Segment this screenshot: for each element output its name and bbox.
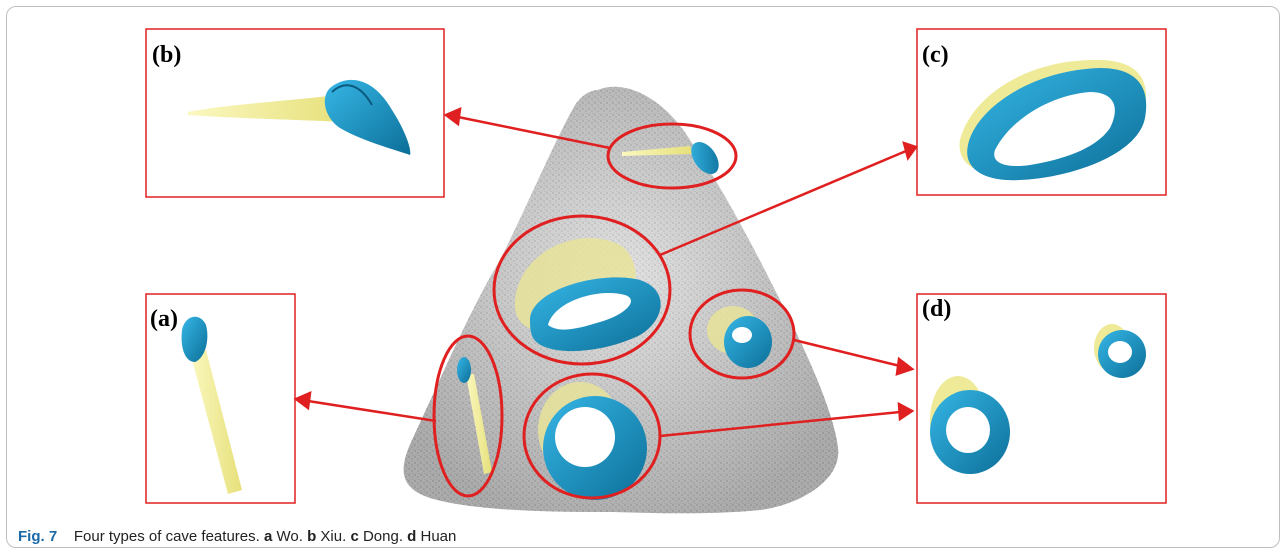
caption-name-c: Dong. [363, 528, 403, 545]
caption-name-a: Wo. [276, 528, 302, 545]
figure-caption: Fig. 7 Four types of cave features. a Wo… [18, 528, 456, 545]
caption-key-d: d [407, 528, 416, 545]
caption-key-c: c [350, 528, 358, 545]
caption-figure-label: Fig. 7 [18, 528, 57, 545]
panel-a-label: (a) [150, 306, 178, 332]
caption-text: Four types of cave features. [74, 528, 260, 545]
caption-key-b: b [307, 528, 316, 545]
panel-b-label: (b) [152, 42, 181, 68]
caption-name-d: Huan [421, 528, 457, 545]
caption-key-a: a [264, 528, 272, 545]
panel-c-label: (c) [922, 42, 949, 68]
panel-d-label: (d) [922, 296, 951, 322]
caption-name-b: Xiu. [320, 528, 346, 545]
